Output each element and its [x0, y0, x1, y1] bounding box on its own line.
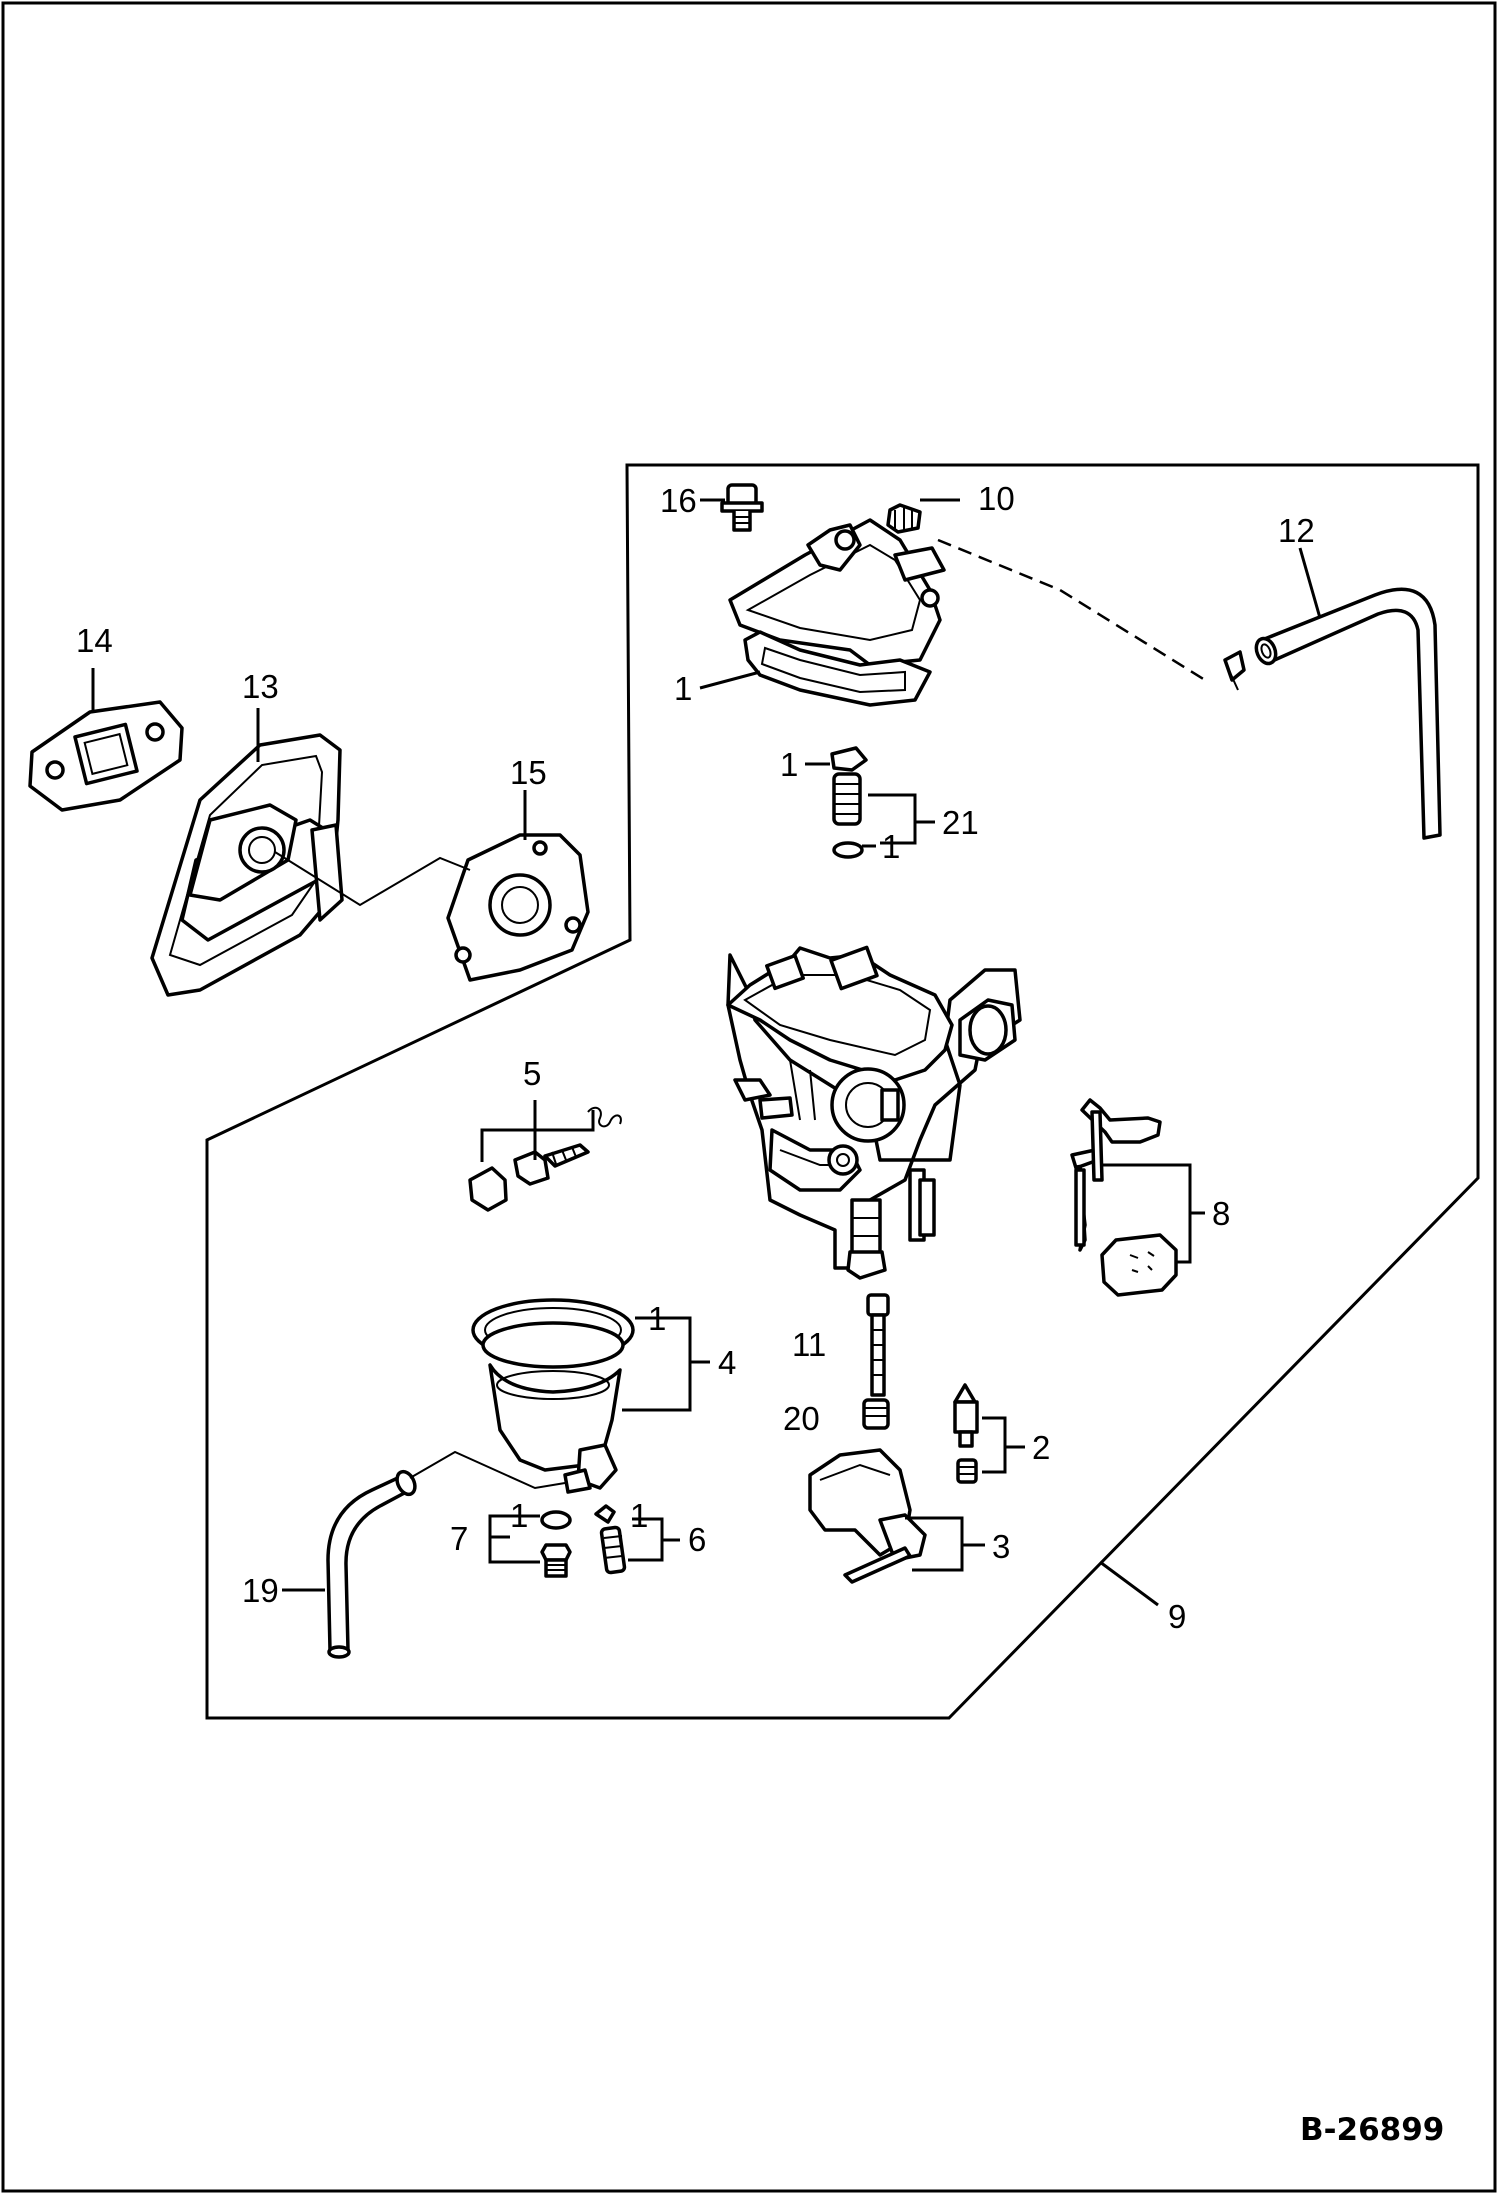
callout-9: 9 — [1168, 1598, 1186, 1635]
bolt-16 — [720, 483, 764, 532]
callout-1-gasket-top: 1 — [674, 670, 692, 707]
callout-1-screw-bottom: 1 — [882, 828, 900, 865]
callout-3: 3 — [992, 1528, 1010, 1565]
callout-1-screw-top: 1 — [780, 746, 798, 783]
callout-5: 5 — [523, 1055, 541, 1092]
callout-8: 8 — [1212, 1195, 1230, 1232]
callout-4: 4 — [718, 1344, 736, 1381]
callout-11: 11 — [792, 1326, 826, 1363]
callout-1-bowl-ring: 1 — [648, 1300, 666, 1337]
callout-10: 10 — [978, 480, 1015, 517]
drain-connect-line — [409, 1450, 566, 1490]
hose-dash-line — [937, 538, 1206, 682]
float-bowl-4 — [471, 1298, 635, 1494]
screw-10 — [886, 503, 922, 534]
callout-12: 12 — [1278, 512, 1315, 549]
insulator-connect-line — [274, 851, 471, 907]
carburetor-body — [726, 945, 1022, 1280]
gasket-14 — [28, 700, 184, 812]
hose-12 — [1254, 587, 1442, 840]
callout-14: 14 — [76, 622, 113, 659]
callout-6: 6 — [688, 1521, 706, 1558]
hose-clip — [1223, 650, 1246, 691]
main-nozzle-11 — [866, 1293, 890, 1397]
callout-7: 7 — [450, 1520, 468, 1557]
main-jet-20 — [862, 1398, 890, 1430]
callout-15: 15 — [510, 754, 547, 791]
callout-16: 16 — [660, 482, 697, 519]
callout-19: 19 — [242, 1572, 279, 1609]
callout-20: 20 — [783, 1400, 820, 1437]
screw-set-21 — [830, 746, 868, 859]
callout-1-washer-right: 1 — [630, 1497, 648, 1534]
gasket-15 — [446, 833, 590, 982]
callout-1-washer-left: 1 — [510, 1497, 528, 1534]
float-3 — [808, 1448, 927, 1584]
drain-set-6 — [594, 1504, 627, 1575]
needle-valve-2 — [953, 1383, 979, 1484]
callout-21: 21 — [942, 804, 979, 841]
pilot-screw-5 — [468, 1106, 622, 1212]
kit-outline — [205, 463, 1480, 1720]
callout-2: 2 — [1032, 1429, 1050, 1466]
callout-13: 13 — [242, 668, 279, 705]
drain-tube-19 — [326, 1469, 417, 1659]
choke-lever-8 — [1070, 1098, 1178, 1297]
drawing-reference: B-26899 — [1300, 2112, 1444, 2148]
leader-lines — [91, 498, 1322, 1607]
insulator-13 — [150, 733, 344, 997]
drain-screw-7 — [540, 1510, 572, 1578]
